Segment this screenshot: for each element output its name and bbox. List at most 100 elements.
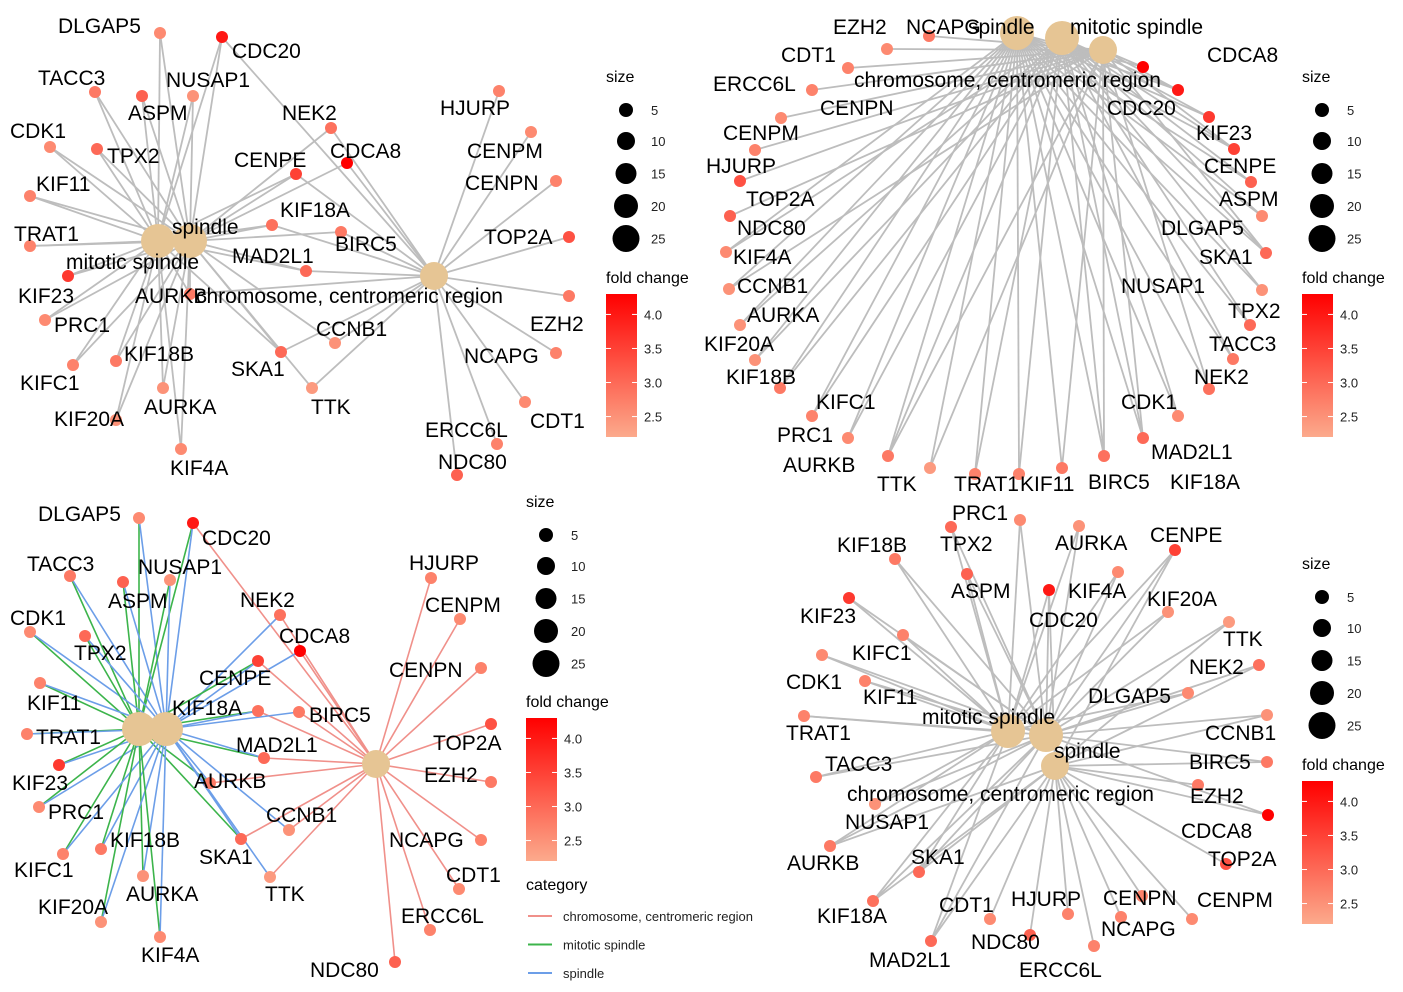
gene-node-birc5[interactable]	[1261, 756, 1273, 768]
hub-node-spindle[interactable]	[173, 224, 207, 258]
gene-node-ncapg[interactable]	[550, 347, 562, 359]
gene-node-cdt1[interactable]	[984, 913, 996, 925]
gene-node-ercc6l[interactable]	[424, 924, 436, 936]
gene-node-cdt1[interactable]	[453, 883, 465, 895]
gene-node-hjurp[interactable]	[749, 144, 761, 156]
gene-node-ndc80[interactable]	[1024, 929, 1036, 941]
gene-node-tacc3[interactable]	[64, 570, 76, 582]
gene-node-kif18a[interactable]	[266, 219, 278, 231]
gene-node-birc5[interactable]	[335, 226, 347, 238]
gene-node-hjurp[interactable]	[1062, 908, 1074, 920]
gene-node-ezh2[interactable]	[563, 290, 575, 302]
gene-node-mad2l1[interactable]	[925, 935, 937, 947]
gene-node-cdc20[interactable]	[1172, 84, 1184, 96]
gene-node-kif18a[interactable]	[252, 705, 264, 717]
gene-node-trat1[interactable]	[969, 468, 981, 480]
gene-node-cenpn[interactable]	[550, 175, 562, 187]
gene-node-trat1[interactable]	[24, 240, 36, 252]
hub-node-chromosome[interactable]	[362, 750, 390, 778]
gene-node-nek2[interactable]	[1203, 383, 1215, 395]
gene-node-aspm[interactable]	[961, 568, 973, 580]
gene-node-aurka[interactable]	[137, 870, 149, 882]
gene-node-kif18b[interactable]	[774, 382, 786, 394]
gene-node-top2a[interactable]	[734, 175, 746, 187]
gene-node-kif18b[interactable]	[889, 553, 901, 565]
gene-node-ska1[interactable]	[913, 866, 925, 878]
gene-node-mad2l1[interactable]	[300, 265, 312, 277]
gene-node-aspm[interactable]	[1245, 176, 1257, 188]
gene-node-ska1[interactable]	[235, 833, 247, 845]
gene-node-ccnb1[interactable]	[329, 337, 341, 349]
gene-node-birc5[interactable]	[293, 706, 305, 718]
gene-node-ercc6l[interactable]	[842, 62, 854, 74]
gene-node-kif4a[interactable]	[720, 246, 732, 258]
gene-node-kifc1[interactable]	[897, 629, 909, 641]
gene-node-cenpe[interactable]	[1228, 143, 1240, 155]
gene-node-tpx2[interactable]	[79, 630, 91, 642]
gene-node-prc1[interactable]	[39, 314, 51, 326]
gene-node-kif23[interactable]	[53, 759, 65, 771]
gene-node-aurka[interactable]	[157, 382, 169, 394]
gene-node-tacc3[interactable]	[89, 86, 101, 98]
gene-node-cdt1[interactable]	[881, 43, 893, 55]
gene-node-hjurp[interactable]	[425, 572, 437, 584]
gene-node-cenpm[interactable]	[775, 112, 787, 124]
gene-node-kif18b[interactable]	[95, 843, 107, 855]
gene-node-aspm[interactable]	[117, 576, 129, 588]
gene-node-ercc6l[interactable]	[1088, 940, 1100, 952]
gene-node-cenpm[interactable]	[1186, 913, 1198, 925]
gene-node-kif20a[interactable]	[749, 354, 761, 366]
hub-node-chromosome[interactable]	[420, 262, 448, 290]
gene-node-aurka[interactable]	[734, 319, 746, 331]
gene-node-kif18a[interactable]	[1098, 450, 1110, 462]
gene-node-tpx2[interactable]	[1244, 319, 1256, 331]
gene-node-aurkb[interactable]	[184, 288, 196, 300]
gene-node-dlgap5[interactable]	[1182, 687, 1194, 699]
gene-node-kif11[interactable]	[24, 190, 36, 202]
gene-node-ndc80[interactable]	[389, 956, 401, 968]
gene-node-kif18a[interactable]	[867, 895, 879, 907]
gene-node-kif23[interactable]	[843, 592, 855, 604]
hub-node-spindle[interactable]	[149, 712, 183, 746]
gene-node-ndc80[interactable]	[451, 469, 463, 481]
gene-node-cdc20[interactable]	[1043, 584, 1055, 596]
gene-node-ttk[interactable]	[264, 871, 276, 883]
gene-node-ccnb1[interactable]	[1261, 709, 1273, 721]
gene-node-kif11[interactable]	[859, 675, 871, 687]
gene-node-cdca8[interactable]	[1137, 61, 1149, 73]
gene-node-mad2l1[interactable]	[258, 752, 270, 764]
gene-node-ezh2[interactable]	[1192, 779, 1204, 791]
gene-node-top2a[interactable]	[1220, 858, 1232, 870]
hub-node-spindle[interactable]	[1000, 16, 1034, 50]
gene-node-kif11[interactable]	[1013, 468, 1025, 480]
gene-node-nusap1[interactable]	[869, 798, 881, 810]
gene-node-cdc20[interactable]	[216, 31, 228, 43]
gene-node-cenpn[interactable]	[475, 662, 487, 674]
gene-node-cenpm[interactable]	[454, 613, 466, 625]
gene-node-nek2[interactable]	[1253, 659, 1265, 671]
gene-node-tpx2[interactable]	[91, 143, 103, 155]
gene-node-nusap1[interactable]	[164, 574, 176, 586]
gene-node-kifc1[interactable]	[67, 359, 79, 371]
gene-node-hjurp[interactable]	[493, 85, 505, 97]
gene-node-cenpe[interactable]	[252, 655, 264, 667]
gene-node-top2a[interactable]	[563, 231, 575, 243]
gene-node-tacc3[interactable]	[1227, 353, 1239, 365]
gene-node-ncapg[interactable]	[475, 834, 487, 846]
gene-node-ttk[interactable]	[924, 462, 936, 474]
gene-node-kif23[interactable]	[62, 270, 74, 282]
gene-node-kif11[interactable]	[34, 677, 46, 689]
gene-node-mad2l1[interactable]	[1137, 432, 1149, 444]
hub-node-mitotic-spindle[interactable]	[122, 712, 156, 746]
gene-node-prc1[interactable]	[842, 432, 854, 444]
gene-node-kif20a[interactable]	[95, 916, 107, 928]
gene-node-dlgap5[interactable]	[133, 512, 145, 524]
gene-node-cdk1[interactable]	[1172, 410, 1184, 422]
hub-node-mitotic-spindle[interactable]	[991, 714, 1025, 748]
gene-node-kif20a[interactable]	[110, 414, 122, 426]
gene-node-aspm[interactable]	[136, 90, 148, 102]
gene-node-cenpn[interactable]	[806, 84, 818, 96]
gene-node-kif4a[interactable]	[1112, 566, 1124, 578]
gene-node-tpx2[interactable]	[945, 521, 957, 533]
gene-node-cenpe[interactable]	[1169, 544, 1181, 556]
